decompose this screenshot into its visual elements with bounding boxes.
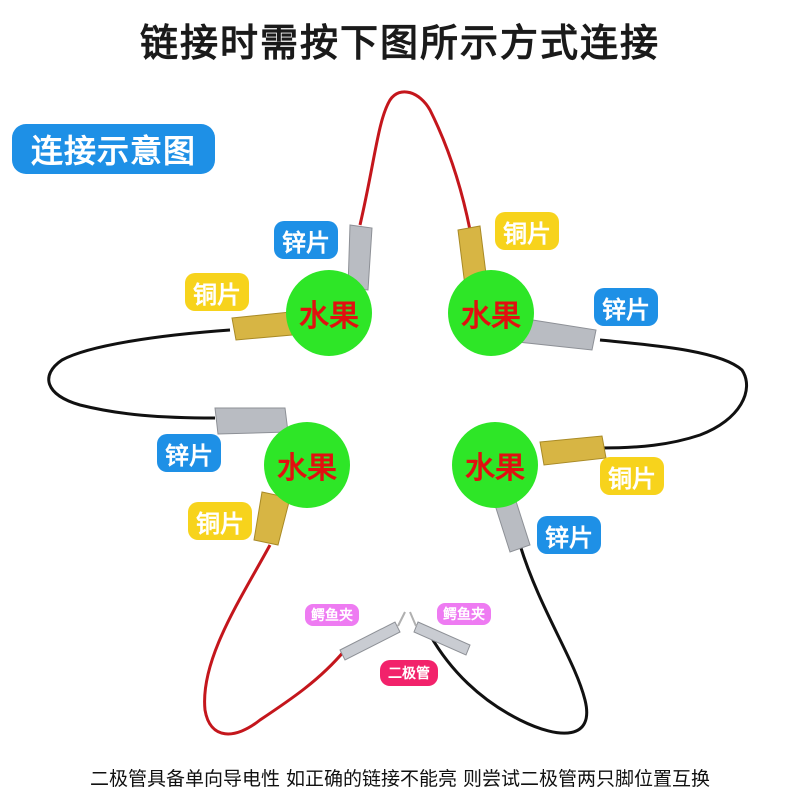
diode-label: 二极管	[380, 660, 438, 686]
black-wire-bottom	[428, 544, 589, 735]
zinc-plate-left	[214, 407, 289, 435]
clip-label-right: 鳄鱼夹	[437, 603, 491, 625]
copper-tag-right: 铜片	[600, 457, 664, 495]
clip-label-left: 鳄鱼夹	[305, 604, 359, 626]
copper-plate-right	[539, 435, 607, 466]
fruit-bottom-left: 水果	[264, 422, 350, 508]
alligator-clip-left-icon	[339, 621, 401, 661]
fruit-top-left: 水果	[286, 270, 372, 356]
zinc-tag-left: 锌片	[157, 434, 221, 472]
black-wire-left	[47, 328, 231, 420]
zinc-tag-bottom-right: 锌片	[537, 516, 601, 554]
copper-tag-bottom-left: 铜片	[188, 502, 252, 540]
fruit-top-right: 水果	[448, 270, 534, 356]
copper-tag-left: 铜片	[185, 273, 249, 311]
diode-leg-left	[397, 611, 406, 627]
copper-tag-top-right: 铜片	[495, 212, 559, 250]
fruit-bottom-right: 水果	[452, 422, 538, 508]
diode-leg-right	[409, 611, 417, 627]
zinc-plate-top-left	[347, 224, 373, 291]
zinc-tag-right: 锌片	[594, 288, 658, 326]
copper-plate-left	[231, 311, 293, 341]
black-wire-right	[599, 338, 748, 450]
red-wire-top	[358, 90, 472, 231]
zinc-tag-top-left: 锌片	[274, 221, 338, 259]
alligator-clip-right-icon	[413, 621, 471, 656]
page-title: 链接时需按下图所示方式连接	[139, 21, 660, 65]
diagram-label: 连接示意图	[12, 124, 215, 174]
footer-note: 二极管具备单向导电性 如正确的链接不能亮 则尝试二极管两只脚位置互换	[89, 768, 711, 790]
red-wire-bottom	[203, 544, 347, 736]
